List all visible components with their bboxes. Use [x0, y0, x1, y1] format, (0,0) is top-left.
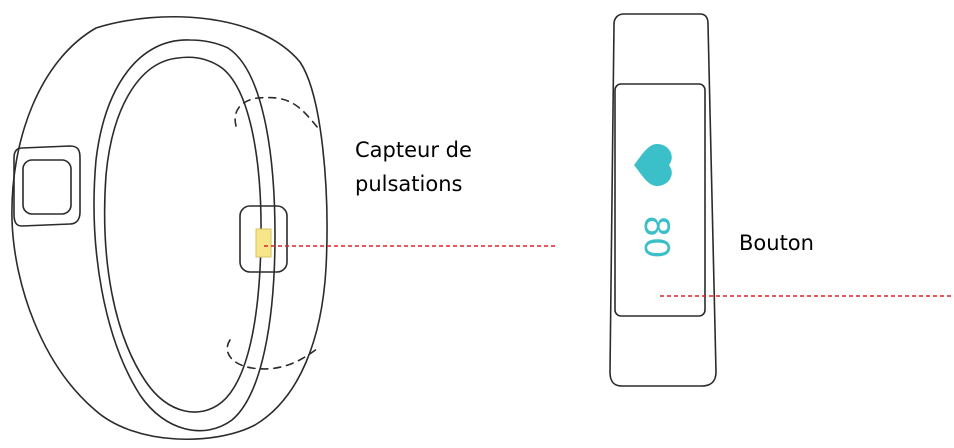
band-front-outline [609, 13, 717, 387]
band-clasp-inner [22, 159, 72, 215]
band-clasp-outer [13, 145, 81, 227]
sensor-label-line2: pulsations [355, 172, 463, 196]
display-screen-frame [614, 83, 706, 317]
band-inner-rim-inner [103, 56, 262, 413]
heart-icon [634, 144, 672, 186]
band-outer-outline [11, 15, 328, 441]
seam-dashed-top [234, 96, 319, 129]
band-front-view [609, 13, 717, 387]
sensor-label-line1: Capteur de [355, 138, 472, 162]
sensor-label: Capteur de pulsations [355, 133, 472, 201]
sensor-housing [239, 205, 288, 273]
heart-rate-sensor-pad [255, 228, 272, 258]
band-perspective-view [11, 15, 328, 441]
band-inner-rim-outer [93, 39, 276, 432]
bpm-value: 80 [636, 215, 676, 258]
seam-dashed-bottom [226, 339, 319, 370]
button-label: Bouton [739, 231, 814, 255]
